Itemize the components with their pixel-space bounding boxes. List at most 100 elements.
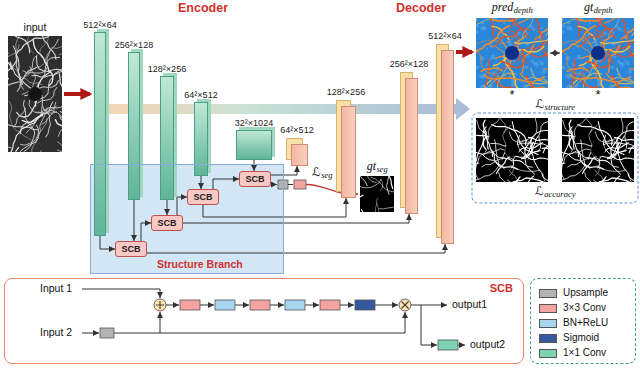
- gt-binary-image: [562, 118, 634, 182]
- legend-row: BN+ReLU: [539, 317, 608, 329]
- vessel: [8, 147, 12, 150]
- scb-block: SCB: [115, 241, 147, 257]
- gt-depth-image: [562, 18, 634, 88]
- texture-dot: [542, 69, 546, 73]
- vessel: [629, 40, 634, 70]
- vessel: [492, 125, 527, 145]
- vessel: [629, 142, 634, 153]
- texture-dot: [492, 57, 494, 59]
- texture-dot: [575, 59, 577, 61]
- scb-detail-blocks: [100, 299, 458, 350]
- texture-dot: [562, 66, 565, 69]
- vessel: [14, 108, 25, 127]
- texture-dot: [534, 62, 539, 67]
- vessel: [562, 19, 563, 64]
- vessel: [605, 18, 624, 23]
- vessel: [8, 49, 12, 69]
- texture-dot: [573, 48, 575, 50]
- legend-text: 1×1 Conv: [563, 348, 606, 358]
- legend-swatch: [539, 304, 557, 313]
- feature-plate: [291, 144, 308, 166]
- texture-dot: [541, 27, 543, 29]
- vessel: [476, 19, 477, 64]
- texture-dot: [569, 27, 573, 31]
- vessel: [594, 180, 612, 182]
- vessel: [366, 179, 383, 212]
- feature-size: 512²×64: [83, 21, 116, 30]
- vessel: [543, 40, 548, 70]
- vessel: [487, 119, 499, 150]
- feature-size: 64²×512: [280, 126, 313, 135]
- texture-dot: [489, 59, 491, 61]
- vessel: [492, 18, 501, 20]
- port-label: output2: [470, 339, 505, 350]
- block-label: SCB: [193, 193, 212, 202]
- vessel: [493, 46, 543, 65]
- pred-binary-image: [476, 118, 548, 182]
- vessel: [58, 150, 62, 152]
- vessel: [386, 176, 389, 194]
- legend-text: BN+ReLU: [563, 318, 608, 328]
- connector: [167, 200, 168, 215]
- legend-row: Upsample: [539, 287, 608, 299]
- vessel: [569, 18, 580, 37]
- texture-dot: [627, 27, 629, 29]
- input-arrow: [64, 92, 90, 96]
- feature-size: 256²×128: [115, 41, 153, 50]
- texture-dot: [483, 27, 487, 31]
- subscript: seg: [321, 171, 332, 180]
- connector: [203, 198, 346, 217]
- vessel: [8, 36, 30, 53]
- panel-title: SCB: [490, 283, 513, 294]
- vessel: [494, 37, 537, 78]
- vessel: [510, 177, 521, 182]
- branch-title: Structure Branch: [157, 259, 243, 270]
- vessel: [13, 46, 22, 85]
- texture-dot: [525, 66, 529, 70]
- vessel: [362, 210, 368, 212]
- feature-size: 128²×256: [327, 88, 365, 97]
- vessel: [578, 18, 587, 20]
- feature-size: 32²×1024: [235, 119, 273, 128]
- legend-box: Upsample3×3 ConvBN+ReLUSigmoid1×1 Conv: [530, 278, 636, 364]
- texture-dot: [611, 66, 615, 70]
- vessel: [525, 137, 548, 160]
- vessel: [580, 37, 623, 78]
- subscript: depth: [514, 6, 533, 15]
- vessel: [21, 55, 37, 89]
- vessel: [33, 39, 53, 86]
- fovea: [591, 143, 605, 157]
- scb-detail-wiring: [82, 289, 465, 345]
- legend-swatch: [539, 349, 557, 358]
- vessel: [17, 100, 37, 117]
- mark: *: [596, 88, 601, 101]
- texture-dot: [527, 55, 530, 58]
- vessel: [360, 195, 363, 212]
- fovea: [28, 87, 42, 101]
- vessel: [484, 75, 544, 82]
- vessel: [524, 77, 548, 88]
- texture-dot: [531, 60, 534, 63]
- texture-dot: [566, 56, 571, 61]
- vessel: [42, 102, 56, 124]
- vessel: [36, 110, 62, 136]
- vessel: [379, 196, 394, 209]
- vessel: [543, 142, 548, 153]
- vessel: [8, 71, 9, 77]
- loss-symbol: ℒ: [536, 98, 545, 110]
- vessel: [499, 118, 506, 133]
- vessel: [562, 142, 590, 169]
- connector: [141, 223, 151, 241]
- texture-dot: [476, 24, 479, 28]
- structure-branch: Structure BranchSCBSCBSCBSCB: [90, 164, 284, 274]
- texture-dot: [536, 67, 538, 69]
- texture-dot: [622, 30, 624, 32]
- vessel: [569, 120, 572, 149]
- vessel: [496, 151, 540, 174]
- texture-dot: [589, 22, 591, 24]
- vessel: [60, 116, 63, 141]
- feature-plate: [441, 50, 454, 244]
- decoder-block: 256²×128: [400, 72, 418, 214]
- block-label: SCB: [121, 245, 140, 254]
- vessel: [596, 177, 607, 182]
